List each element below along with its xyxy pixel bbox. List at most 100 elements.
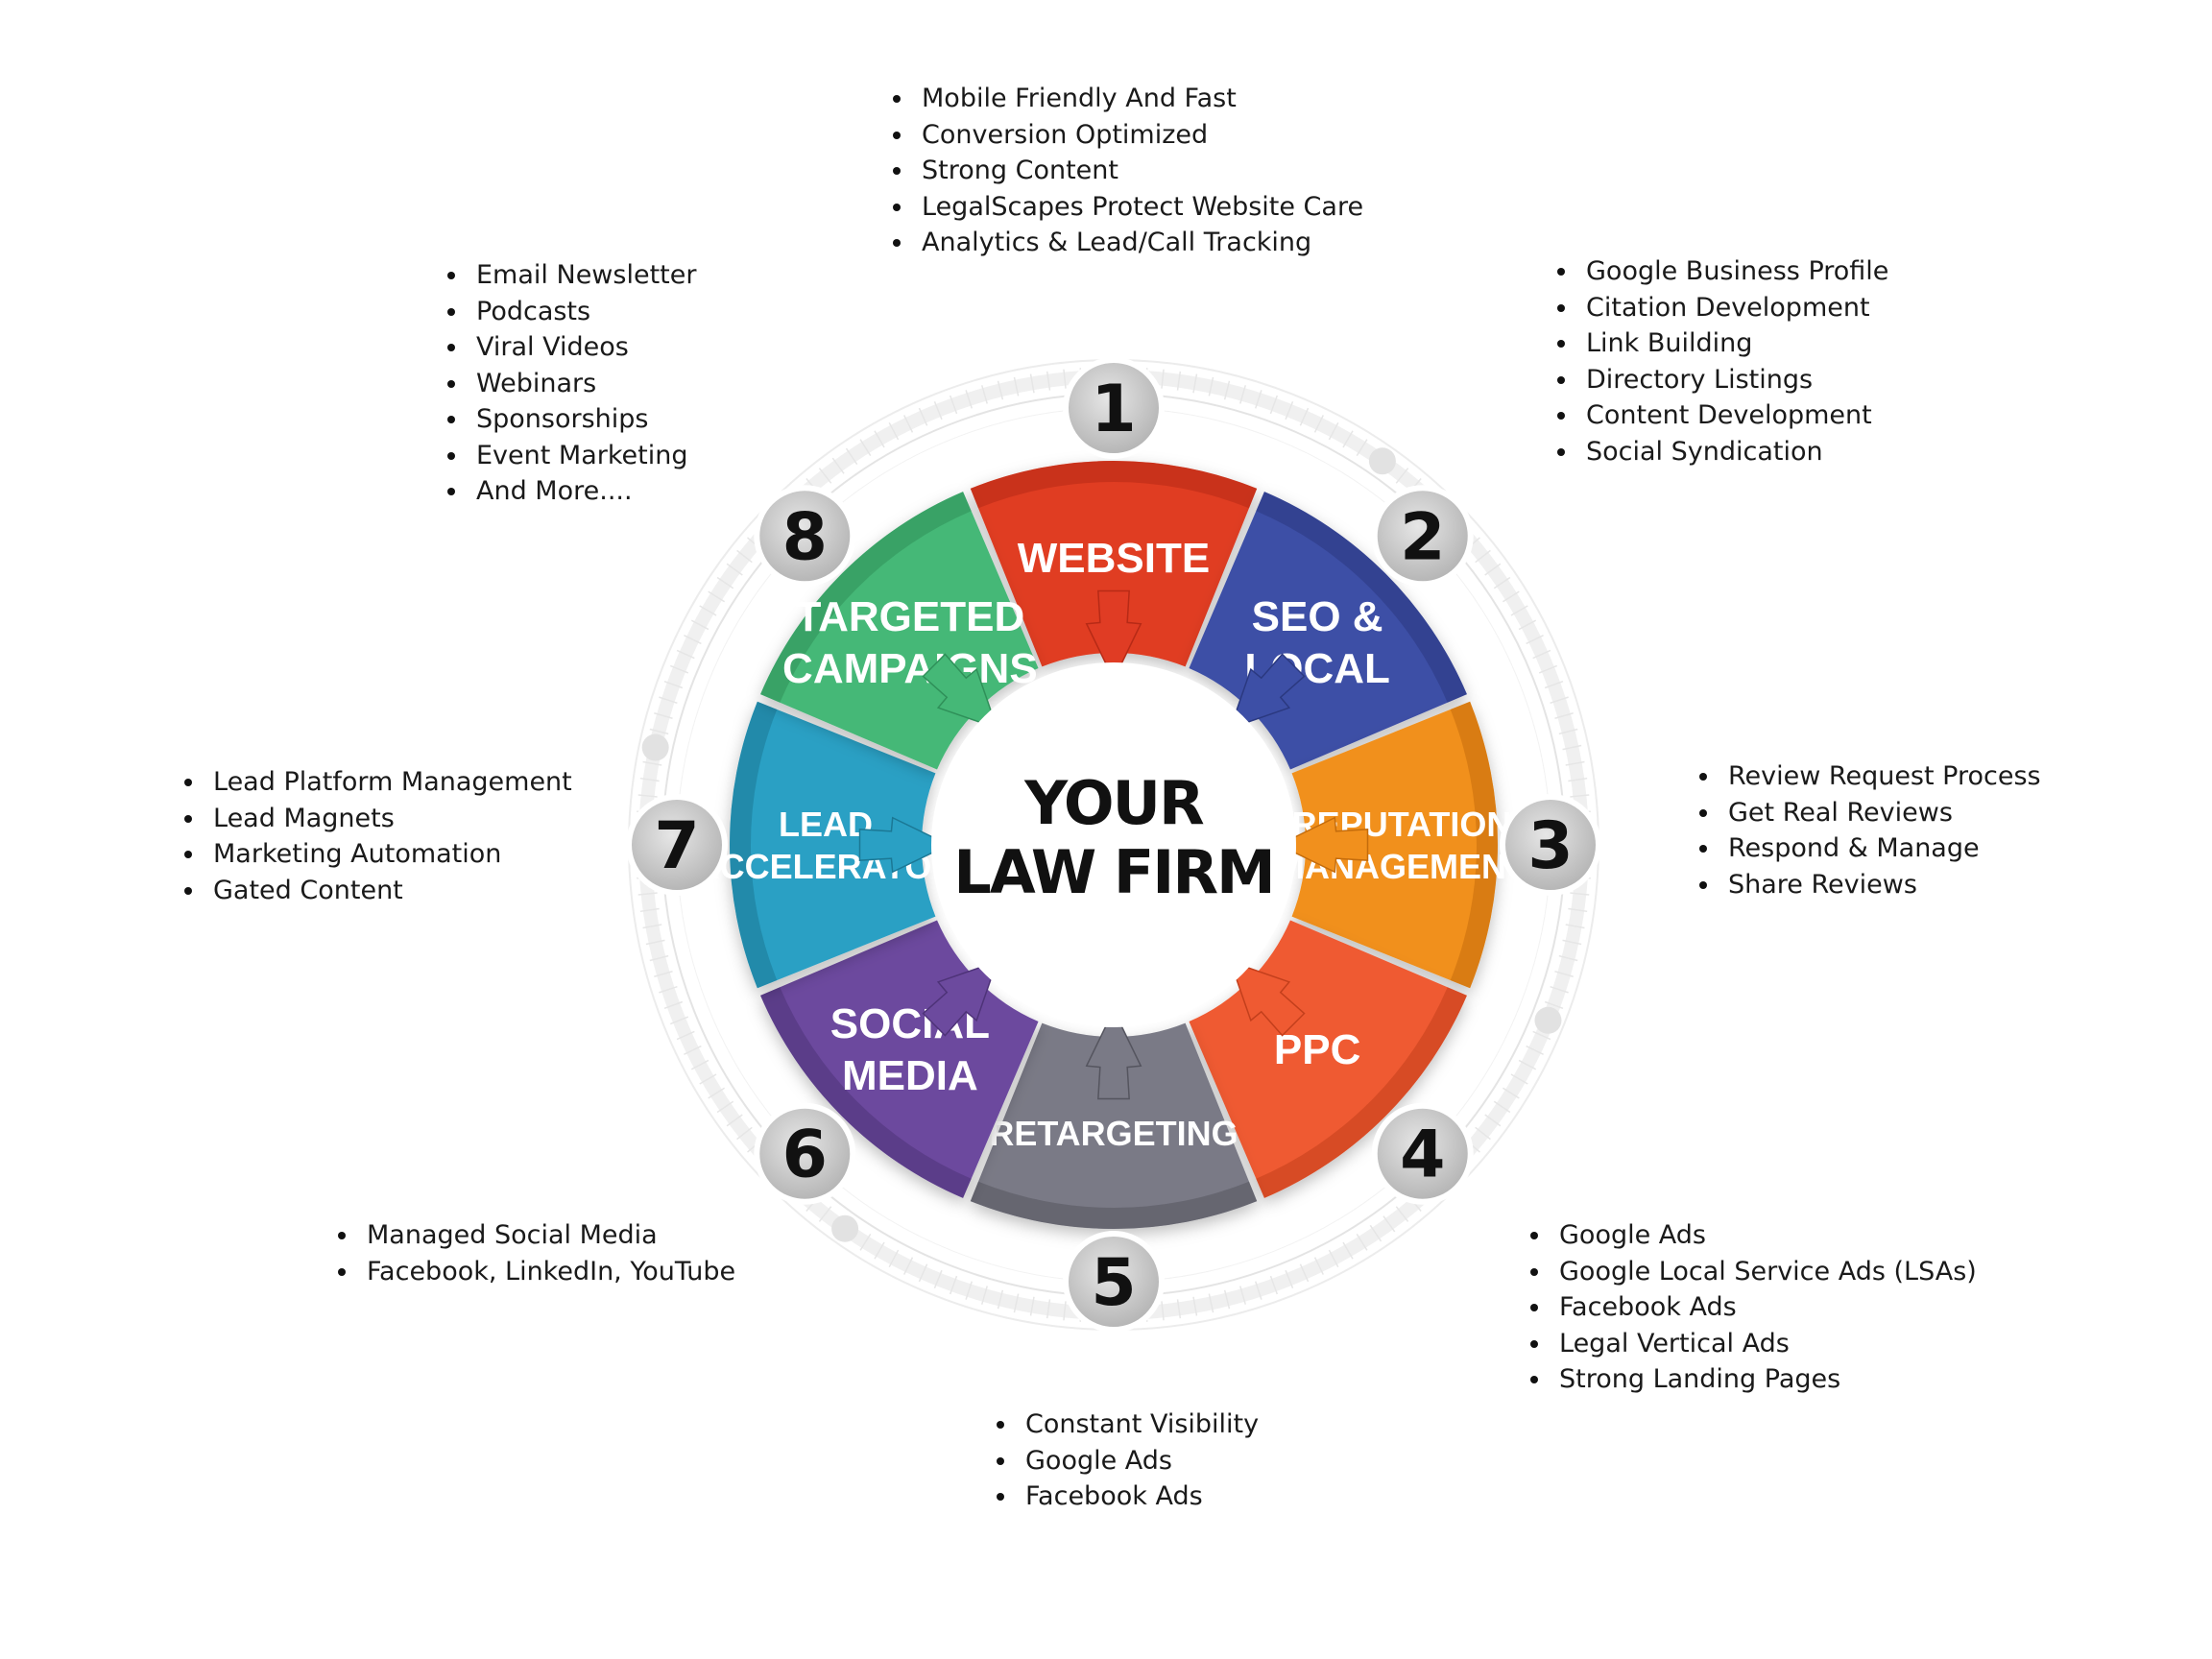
number-badge-website [1063,357,1165,459]
ring-tick [874,1241,885,1260]
list-item: Share Reviews [1699,867,2041,903]
number-badge-lead [626,794,728,896]
ring-tick [1369,1224,1382,1242]
segment-edge-lead [730,701,778,989]
ring-tick [859,1233,872,1251]
ring-tick [1342,430,1354,448]
ring-tick [1493,576,1511,589]
ring-tick [1328,1249,1339,1268]
segment-label-targeted: TARGETED [796,593,1025,640]
list-item: Link Building [1557,325,1888,362]
list-item: Respond & Manage [1699,830,2041,867]
list-item: Podcasts [447,294,696,330]
ring-tick [1208,1293,1214,1313]
list-item: Social Syndication [1557,434,1888,470]
ring-tick [1063,369,1067,389]
list-item: Facebook Ads [1530,1289,1977,1326]
ring-tick [1558,954,1578,962]
ring-tick [1568,907,1588,913]
list-item: Constant Visibility [997,1407,1259,1443]
ring-tick [1208,376,1214,397]
ring-tick [1532,1030,1551,1041]
decorative-dot [1534,1006,1562,1034]
ring-tick [965,1281,974,1300]
ring-tick [1356,439,1368,457]
ring-tick [708,1087,726,1099]
ring-tick [1550,985,1569,994]
ring-tick [639,907,660,913]
ring-tick [716,576,734,589]
ring-tick [726,563,743,576]
number-badge-targeted [754,485,856,588]
arrow-retargeting [1085,1008,1142,1100]
ring-tick [1254,1281,1262,1300]
ring-tick [1568,777,1588,782]
ring-tick [669,1016,689,1025]
ring-tick [933,400,943,421]
ring-tick [1550,696,1569,705]
ring-tick [1223,1289,1231,1310]
list-item: Conversion Optimized [893,117,1363,154]
list-item: Directory Listings [1557,362,1888,398]
ring-tick [1475,1126,1491,1141]
segment-edge-ppc [1256,987,1467,1198]
list-item: Google Ads [997,1443,1259,1479]
number-label-ppc: 4 [1400,1118,1445,1193]
list-item: Strong Content [893,153,1363,189]
ring-tick [642,924,662,929]
list-item: LegalScapes Protect Website Care [893,189,1363,226]
ring-tick [845,447,858,466]
ring-tick [1570,794,1590,798]
ring-tick [1526,1045,1544,1055]
segment-edge-retargeting [970,1181,1258,1229]
ring-tick [639,777,660,782]
arrow-targeted [922,653,998,730]
ring-tick [1554,712,1574,719]
ring-tick [1554,971,1574,977]
ring-tick [1192,373,1198,394]
ring-tick [888,421,900,441]
ring-tick [726,1114,743,1127]
ring-tick [669,664,689,674]
ring-tick [736,549,753,564]
ring-tick [1538,664,1558,674]
ring-tick [981,1286,988,1305]
list-item: Facebook Ads [997,1479,1259,1515]
ring-tick [699,1073,717,1085]
list-item: Gated Content [184,873,572,909]
ring-tick [690,1059,709,1070]
ring-tick [997,1289,1004,1310]
ring-tick [1493,1100,1511,1114]
ring-tick [949,1275,958,1295]
segment-edge-website [970,461,1258,509]
ring-tick [1526,635,1544,645]
ring-tick [708,590,726,603]
segment-label-seo: SEO & [1252,593,1383,640]
ring-tick [736,1126,753,1141]
ring-tick [1223,380,1231,400]
ring-tick [1518,1059,1537,1070]
ring-tick [649,728,669,735]
ring-tick [1239,385,1246,404]
ring-tick [659,985,678,994]
list-item: Sponsorships [447,401,696,438]
ring-tick [654,971,673,977]
ring-tick [888,1249,900,1268]
decorative-dot [1368,447,1396,475]
ring-tick [699,605,717,616]
decorative-dot [831,1214,859,1242]
ring-tick [874,430,885,448]
ring-tick [649,954,669,962]
number-badge-social [754,1102,856,1205]
ring-tick [918,1263,928,1283]
segment-reputation [1291,701,1498,989]
list-item: Event Marketing [447,438,696,474]
ring-tick [1299,407,1310,426]
number-label-seo: 2 [1400,499,1445,575]
ring-tick [1510,1073,1528,1085]
